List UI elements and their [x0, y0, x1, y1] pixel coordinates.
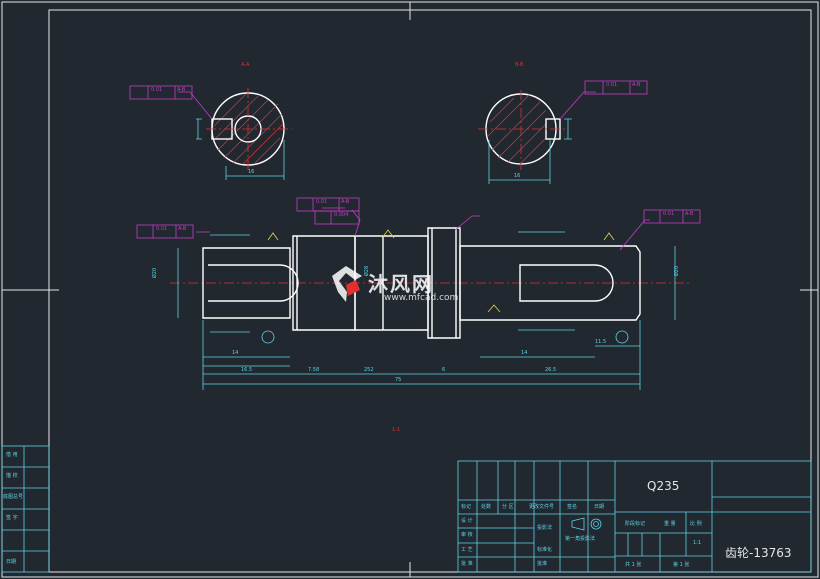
dim-right-section-width: 16: [514, 173, 521, 179]
scale-center-label: 1:1: [392, 427, 401, 433]
tol-shaft-left-value: 0.01: [156, 226, 168, 232]
dim-seg-4: 6: [442, 367, 446, 373]
scale-value: 1:1: [693, 540, 702, 546]
material-label: Q235: [647, 479, 680, 493]
tol-shaft-left-datum: A-B: [178, 226, 187, 232]
header-0: 标记: [461, 504, 472, 510]
tol-left-section-datum: A-B: [177, 87, 186, 93]
section-view-right: [478, 90, 596, 184]
dim-seg-5: 26.5: [545, 367, 557, 373]
projection-label-2: 投影法: [537, 525, 553, 531]
role-0: 设 计: [461, 518, 473, 524]
title-block: [1, 445, 812, 573]
left-col-2: 底图总号: [3, 494, 24, 500]
role-1: 审 核: [461, 532, 473, 538]
dim-seg-2: 7.58: [308, 367, 320, 373]
tol-right-section-datum: A-B: [632, 82, 641, 88]
sub-label-0: 标准化: [537, 547, 553, 553]
dim-key-left: 14: [232, 350, 239, 356]
left-col-4: 日期: [6, 559, 17, 565]
header-4: 签名: [567, 504, 578, 510]
sub-label-1: 批准: [537, 561, 548, 567]
tol-shaft-mid2-value: 0.004: [334, 212, 349, 218]
left-col-0: 借 用: [6, 452, 18, 458]
left-col-1: 描 校: [6, 473, 18, 479]
role-2: 工 艺: [461, 547, 473, 553]
tol-shaft-mid1-datum: A-B: [341, 199, 350, 205]
dim-right-dia: Ø20: [674, 265, 681, 277]
tol-shaft-mid1-value: 0.01: [316, 199, 328, 205]
dim-seg-3: 252: [364, 367, 374, 373]
part-name: 齿轮-13763: [725, 546, 792, 560]
header-1: 处数: [481, 504, 492, 510]
header-3: 更改文件号: [529, 504, 555, 510]
dim-key-right: 14: [521, 350, 528, 356]
header-5: 日期: [594, 504, 605, 510]
view-label-aa: A-A: [241, 62, 250, 68]
role-3: 批 准: [461, 561, 473, 567]
weight-label: 重 量: [664, 521, 676, 527]
dim-seg-1: 16.5: [241, 367, 253, 373]
tol-shaft-right-value: 0.01: [663, 211, 675, 217]
watermark: [332, 266, 362, 302]
tol-right-section-value: 0.01: [606, 82, 618, 88]
scale-label: 比 例: [690, 521, 702, 527]
tol-shaft-right-datum: A-B: [685, 211, 694, 217]
projection-label: 第一角投影法: [565, 536, 596, 542]
shaft-main-view: [170, 207, 690, 390]
sheet-total: 共 1 张: [625, 562, 642, 568]
dim-left-dia: Ø20: [152, 267, 159, 279]
section-view-left: [178, 88, 292, 180]
sheet-num: 第 1 张: [673, 562, 690, 568]
watermark-url: www.mfcad.com: [384, 293, 459, 303]
left-col-3: 签 字: [6, 515, 18, 521]
stage-label: 阶段标记: [625, 521, 646, 527]
dim-right-end: 11.5: [595, 339, 607, 345]
tol-left-section-value: 0.01: [151, 87, 163, 93]
dim-overall: 75: [395, 377, 402, 383]
watermark-brand: 沐风网: [368, 272, 434, 296]
header-2: 分 区: [502, 504, 514, 510]
view-label-bb: B-B: [515, 62, 524, 68]
dim-left-section-width: 16: [248, 169, 255, 175]
tolerance-frames: [129, 80, 701, 239]
